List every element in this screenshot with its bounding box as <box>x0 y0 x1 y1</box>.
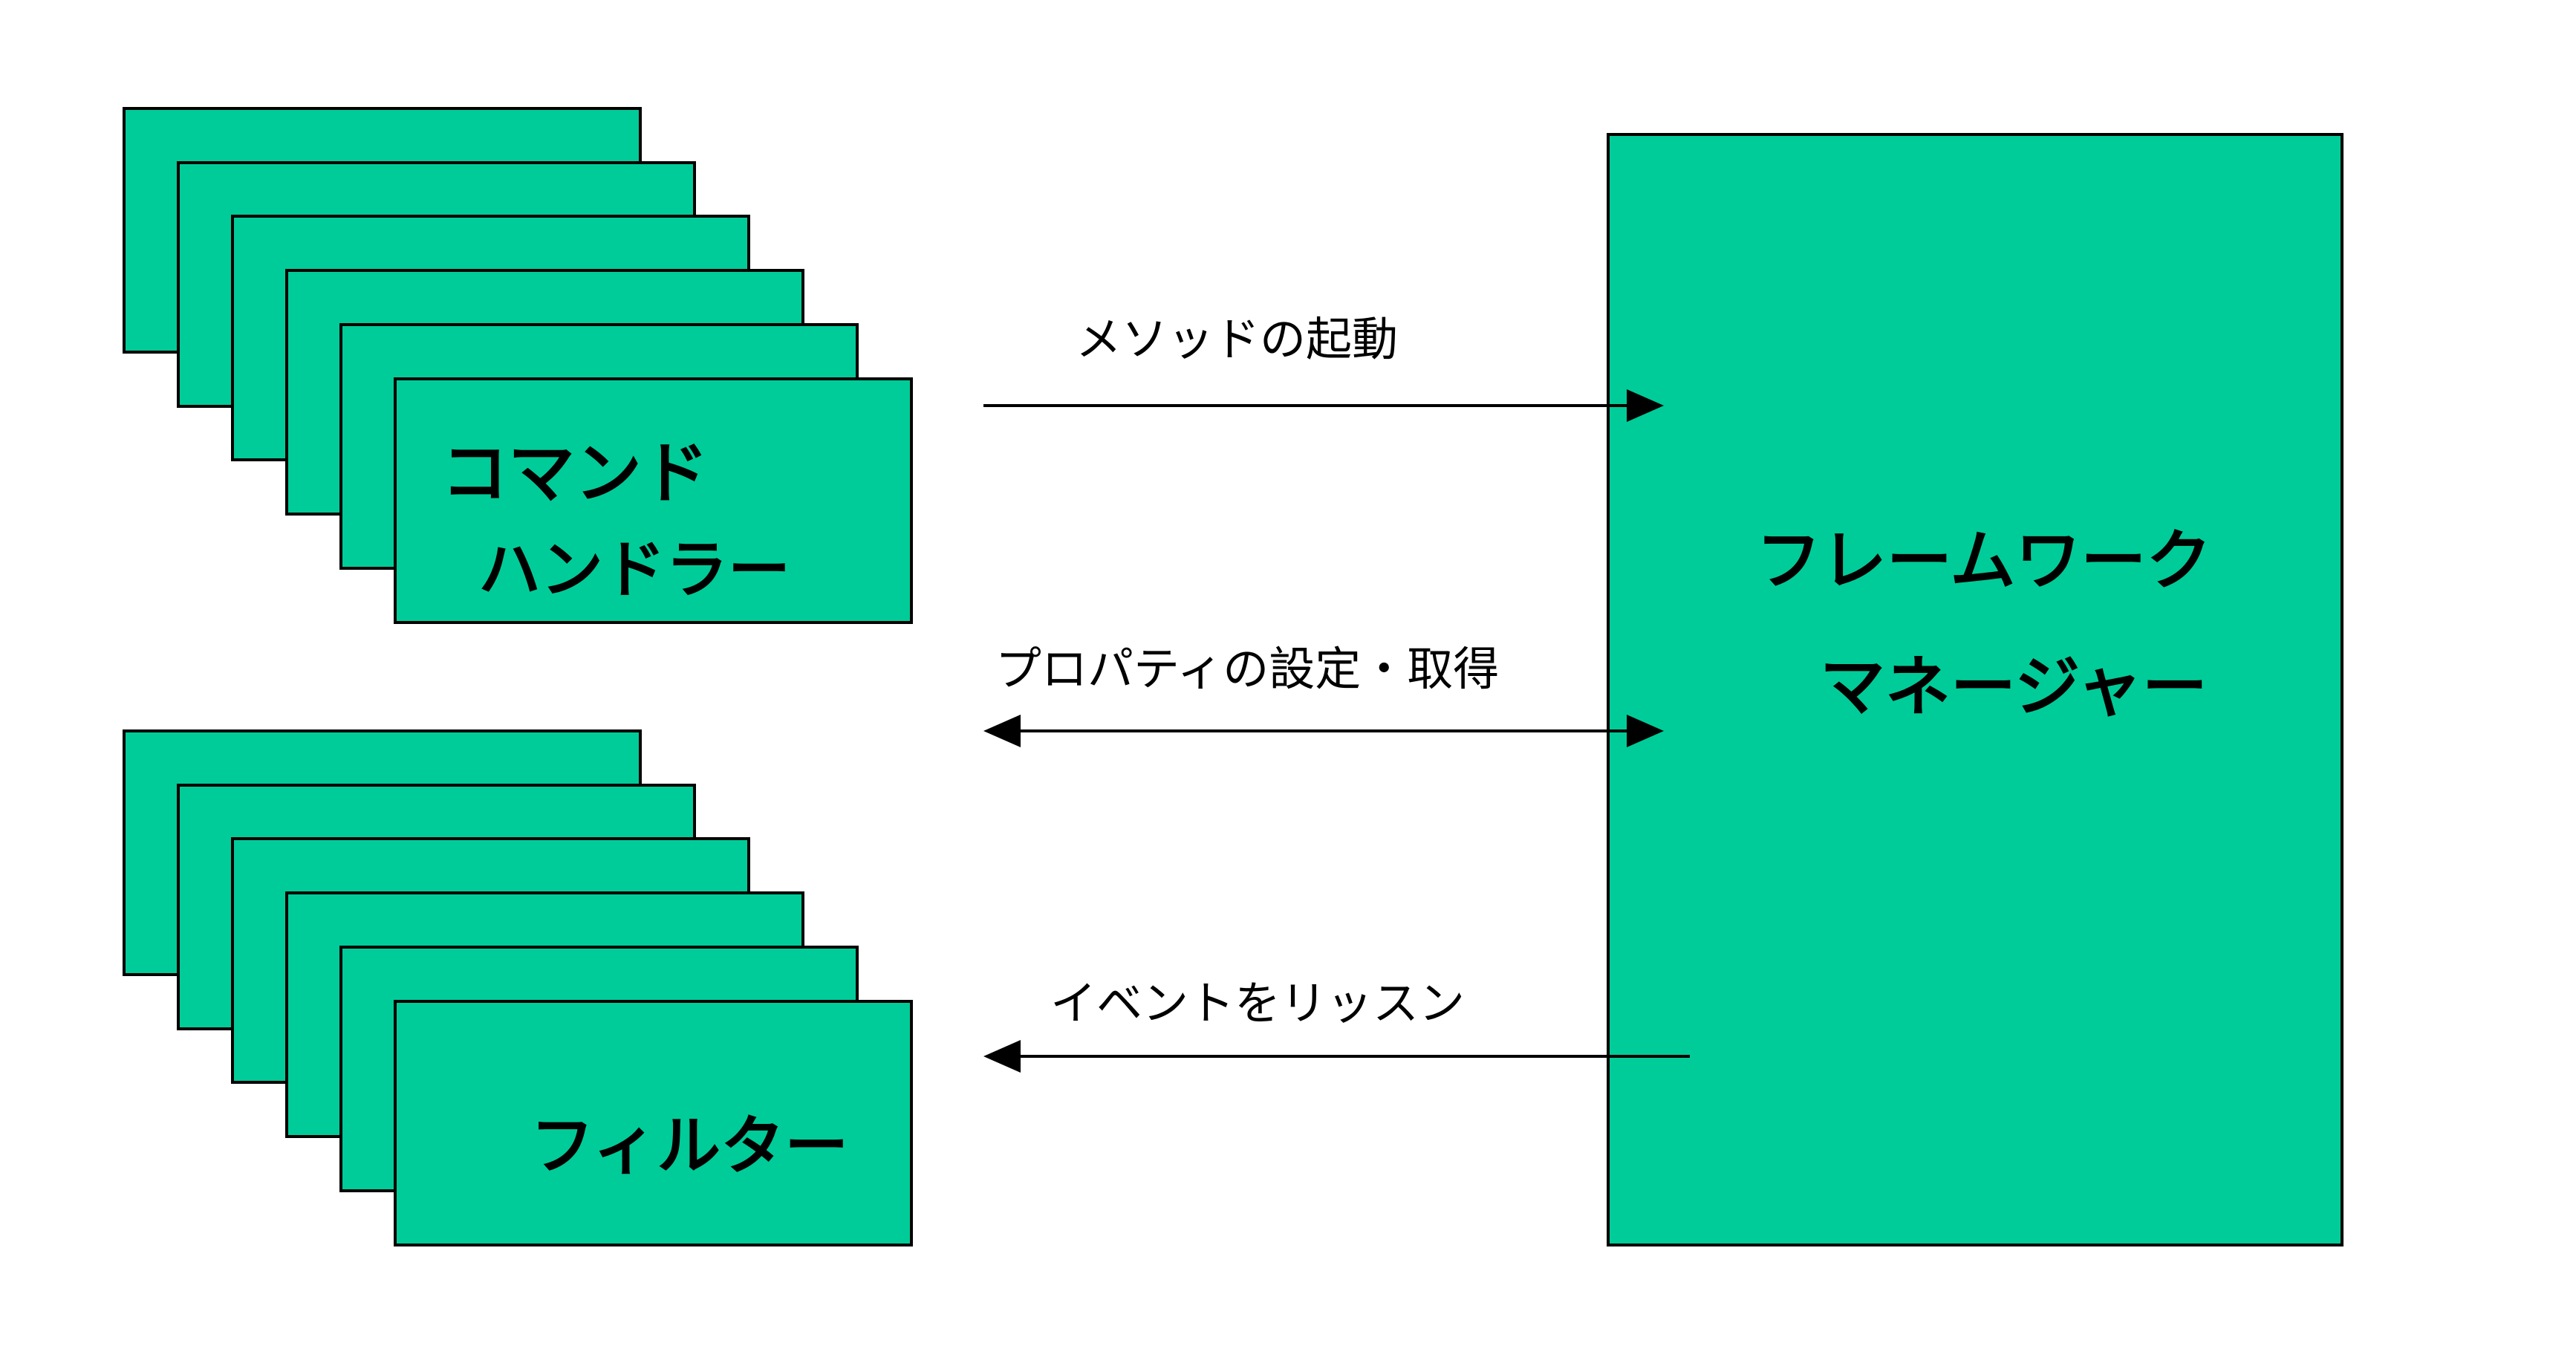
filter-card-front <box>394 1000 913 1246</box>
command-handler-stack: コマンド ハンドラー <box>123 107 913 624</box>
arrowhead-right-icon <box>1627 715 1664 747</box>
property-label: プロパティの設定・取得 <box>995 642 1499 696</box>
framework-manager: フレームワーク マネージャー <box>1607 133 2344 1246</box>
filter-stack: フィルター <box>123 729 913 1246</box>
framework-manager-label-line1: フレームワーク <box>1756 522 2211 599</box>
property-arrow: プロパティの設定・取得 <box>983 642 1664 747</box>
framework-manager-label-line2: マネージャー <box>1820 649 2208 725</box>
command-handler-label-line1: コマンド <box>441 435 709 513</box>
command-handler-card-front <box>394 377 913 624</box>
arrowhead-right-icon <box>1627 389 1664 422</box>
command-handler-label-line2: ハンドラー <box>478 533 790 606</box>
filter-label: フィルター <box>530 1109 848 1183</box>
event-listen-label: イベントをリッスン <box>1050 976 1465 1030</box>
event-listen-arrow: イベントをリッスン <box>983 976 1690 1073</box>
method-invoke-label: メソッドの起動 <box>1076 312 1398 366</box>
arrowhead-left-icon <box>983 715 1021 747</box>
method-invoke-arrow: メソッドの起動 <box>983 312 1664 422</box>
framework-manager-box <box>1607 133 2344 1246</box>
arrowhead-left-icon <box>983 1040 1021 1073</box>
